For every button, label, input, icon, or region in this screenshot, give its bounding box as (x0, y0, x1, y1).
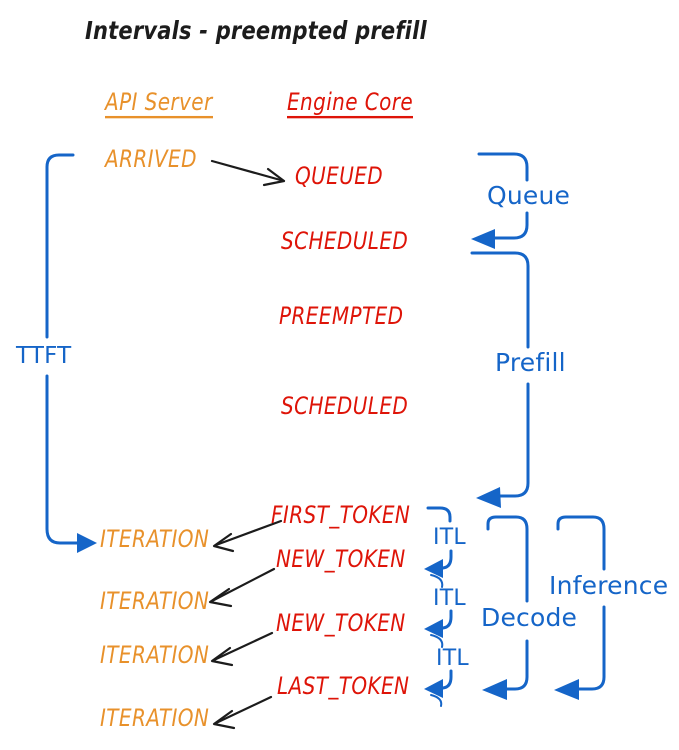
event-arrived: ARRIVED (105, 144, 197, 173)
interval-label-inference: Inference (549, 571, 669, 600)
column-header-api-server: API Server (105, 89, 213, 119)
event-first-token: FIRST_TOKEN (271, 500, 411, 529)
itl3-hook (441, 669, 453, 690)
prefill-arrowhead (476, 487, 501, 508)
prefill-bracket-bottom (497, 382, 530, 498)
interval-label-itl-3: ITL (436, 646, 469, 671)
decode-bracket-bottom (504, 639, 529, 691)
event-new-token-2: NEW_TOKEN (276, 608, 406, 637)
queue-arrowhead (471, 229, 495, 249)
interval-label-itl-1: ITL (433, 525, 466, 550)
itl3-tail (430, 694, 443, 707)
interval-label-prefill: Prefill (495, 348, 566, 377)
arrow-arrived-queued (210, 159, 286, 183)
itl1-hook (441, 549, 453, 570)
interval-label-decode: Decode (481, 603, 578, 632)
queue-bracket-bottom (493, 211, 529, 240)
interval-label-itl-2: ITL (433, 586, 466, 611)
arrow-newtoken2-iteration (212, 631, 274, 662)
ttft-arrowhead (77, 533, 97, 553)
event-iteration-1: ITERATION (100, 524, 210, 553)
queue-bracket-top (477, 152, 529, 182)
arrow-firsttoken-iteration (214, 519, 283, 547)
itl1-arrowhead (424, 559, 443, 578)
inference-bracket-bottom (576, 605, 606, 691)
itl3-arrowhead (424, 679, 443, 698)
event-iteration-4: ITERATION (100, 703, 210, 732)
interval-label-queue: Queue (487, 181, 571, 210)
itl1-tail (430, 574, 444, 588)
event-iteration-3: ITERATION (100, 640, 210, 669)
itl1-top-bracket (426, 506, 452, 523)
interval-label-ttft: TTFT (16, 343, 72, 369)
inference-bracket-top (556, 515, 606, 571)
arrow-lasttoken-iteration-head (212, 709, 236, 730)
itl2-arrowhead (424, 619, 443, 638)
event-iteration-2: ITERATION (100, 586, 210, 615)
arrow-newtoken1-iteration (210, 567, 276, 603)
arrow-lasttoken-iteration (214, 695, 273, 725)
inference-arrowhead (554, 679, 579, 700)
event-preempted: PREEMPTED (279, 301, 404, 330)
event-last-token: LAST_TOKEN (277, 671, 410, 700)
arrow-arrived-queued-head (262, 167, 286, 187)
arrow-firsttoken-iteration-head (212, 532, 235, 553)
arrow-newtoken1-iteration-head (208, 587, 233, 608)
event-scheduled-1: SCHEDULED (281, 226, 409, 255)
itl2-tail (430, 634, 444, 648)
event-queued: QUEUED (295, 161, 384, 190)
prefill-bracket-top (470, 251, 530, 349)
page-title: Intervals - preempted prefill (85, 16, 427, 46)
event-scheduled-2: SCHEDULED (281, 391, 409, 420)
event-new-token-1: NEW_TOKEN (276, 544, 406, 573)
ttft-bracket-bottom (45, 374, 79, 545)
itl2-hook (441, 609, 453, 630)
ttft-bracket-top (45, 153, 75, 339)
column-header-engine-core: Engine Core (287, 89, 414, 119)
arrow-newtoken2-iteration-head (210, 646, 234, 667)
decode-arrowhead (482, 679, 507, 700)
decode-bracket-top (486, 515, 529, 603)
